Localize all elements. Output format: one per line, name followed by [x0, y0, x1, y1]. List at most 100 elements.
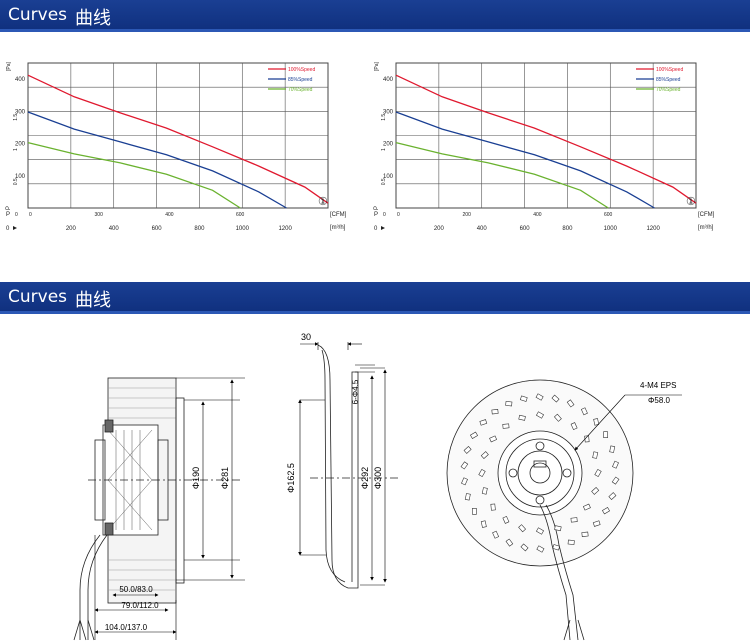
y-tick-label: 400 — [383, 77, 394, 83]
operating-point-marker: ① — [686, 196, 696, 208]
impeller-slot — [566, 399, 575, 408]
impeller-slot — [472, 507, 477, 515]
y-tick-label: 400 — [15, 77, 26, 83]
y-axis-symbol: P — [374, 206, 380, 210]
legend-label: 70%Speed — [288, 87, 313, 93]
dim-dia-190: Φ190 — [191, 467, 201, 489]
x-tick-label: 600 — [152, 226, 163, 232]
legend-label: 70%Speed — [656, 87, 681, 93]
p-label: P — [6, 212, 10, 218]
series-line — [27, 111, 287, 209]
x-origin-arrow — [13, 226, 17, 230]
impeller-slot — [603, 431, 608, 439]
impeller-slot — [518, 414, 526, 421]
p-label: P — [374, 212, 378, 218]
y-tick-label: 300 — [383, 109, 394, 115]
label-screws: 4-M4 EPS — [640, 381, 676, 390]
section-header-curves-1: Curves 曲线 — [0, 0, 750, 32]
impeller-slot — [505, 401, 513, 407]
x-tick-label: 0 — [29, 212, 32, 218]
x-tick-label: 1000 — [236, 226, 250, 232]
impeller-slot — [551, 394, 560, 403]
impeller-slot — [593, 418, 600, 426]
impeller-slot — [518, 524, 527, 533]
impeller-slot — [480, 520, 487, 528]
dim-holes: 6-Φ4.5 — [351, 379, 360, 404]
legend-label: 85%Speed — [288, 77, 313, 83]
impeller-slot — [502, 423, 510, 429]
y-tick-label: 200 — [383, 142, 394, 148]
y-secondary-tick-label: 0.5 — [13, 178, 19, 185]
x-secondary-tick-label: 400 — [533, 212, 542, 218]
impeller-slot — [535, 411, 545, 419]
impeller-slot — [570, 422, 578, 431]
x-secondary-tick-label: 300 — [95, 212, 104, 218]
impeller-slot — [461, 477, 468, 486]
impeller-slot — [608, 492, 617, 501]
x-axis-unit-cfm: [CFM] — [698, 212, 715, 218]
fan-side-view — [73, 377, 240, 641]
x-tick-label: 800 — [194, 226, 205, 232]
x-tick-label: 200 — [434, 226, 445, 232]
impeller-slot — [591, 486, 600, 495]
dim-50-83: 50.0/83.0 — [119, 585, 153, 594]
impeller-slot — [519, 395, 528, 402]
series-line — [395, 141, 609, 209]
impeller-slot — [479, 419, 488, 426]
impeller-slot — [592, 520, 601, 527]
x-origin-label: 0 — [374, 226, 378, 232]
dim-dia-300: Φ300 — [373, 467, 383, 489]
y-tick-label: 100 — [383, 174, 394, 180]
dim-104-137: 104.0/137.0 — [105, 623, 148, 632]
x-tick-label: 600 — [520, 226, 531, 232]
x-tick-label: 800 — [562, 226, 573, 232]
legend-label: 100%Speed — [656, 67, 683, 73]
series-line — [27, 74, 329, 204]
impeller-slot — [481, 487, 488, 495]
x-axis-unit-cfm: [CFM] — [330, 212, 347, 218]
header-stripe — [0, 29, 750, 32]
performance-chart-left: 100%Speed85%Speed70%Speed1002003004000.5… — [6, 61, 347, 232]
y-secondary-tick-label: 1.5 — [13, 114, 19, 121]
x-tick-label: 1000 — [604, 226, 618, 232]
y-secondary-tick-label: 1.5 — [381, 114, 387, 121]
impeller-slot — [505, 538, 514, 547]
label-dia-58: Φ58.0 — [648, 396, 671, 405]
x-tick-label: 1200 — [646, 226, 660, 232]
section-title-zh: 曲线 — [75, 290, 111, 311]
header-stripe — [0, 311, 750, 314]
x-tick-label: 400 — [109, 226, 120, 232]
impeller-slot — [554, 525, 562, 532]
impeller-slot — [567, 539, 575, 545]
dim-dia-292: Φ292 — [360, 467, 370, 489]
y-secondary-tick-label: 1 — [381, 148, 387, 151]
operating-point-marker: ① — [318, 196, 328, 208]
y-secondary-tick-label: 0.5 — [381, 178, 387, 185]
impeller-slot — [552, 544, 561, 551]
y-axis-symbol: P — [6, 206, 12, 210]
series-line — [395, 111, 655, 209]
y-axis-unit: [Pa] — [374, 61, 380, 71]
x-origin-label: 0 — [6, 226, 10, 232]
dim-dia-281: Φ281 — [220, 467, 230, 489]
impeller-slot — [609, 445, 616, 453]
x-secondary-tick-label: 600 — [236, 212, 245, 218]
y-origin-label: 0 — [15, 212, 18, 218]
impeller-slot — [469, 431, 479, 439]
impeller-slot — [611, 476, 620, 485]
x-tick-label: 1200 — [278, 226, 292, 232]
impeller-slots — [460, 393, 620, 553]
x-tick-label: 0 — [397, 212, 400, 218]
section-title-zh: 曲线 — [75, 8, 111, 29]
x-tick-label: 200 — [66, 226, 77, 232]
y-tick-label: 200 — [15, 142, 26, 148]
impeller-slot — [535, 527, 545, 535]
impeller-slot — [490, 503, 496, 511]
x-axis-unit-m3h: [m³/h] — [698, 225, 714, 231]
y-tick-label: 300 — [15, 109, 26, 115]
impeller-slot — [553, 413, 562, 422]
impeller-slot — [601, 507, 611, 515]
y-axis-unit: [Pa] — [6, 61, 12, 71]
y-tick-label: 100 — [15, 174, 26, 180]
series-line — [27, 141, 241, 209]
